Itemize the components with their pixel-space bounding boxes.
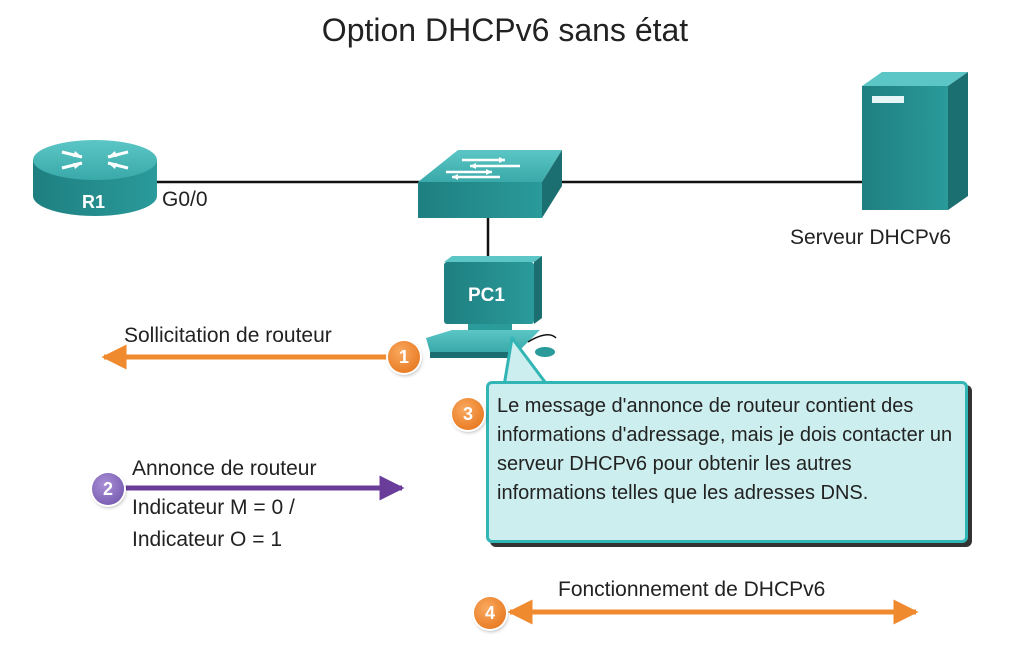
- step4-label: Fonctionnement de DHCPv6: [558, 578, 826, 601]
- step2-flag-o: Indicateur O = 1: [132, 528, 283, 551]
- diagram-title: Option DHCPv6 sans état: [321, 12, 689, 48]
- callout-pointer: [502, 336, 550, 388]
- router-label: R1: [82, 192, 106, 212]
- router-interface-label: G0/0: [162, 188, 208, 211]
- step4-badge: 4: [474, 597, 506, 629]
- step2-label: Annonce de routeur: [132, 457, 317, 480]
- server-label: Serveur DHCPv6: [790, 226, 952, 249]
- step1-label: Sollicitation de routeur: [124, 324, 332, 347]
- router-icon: [33, 140, 157, 216]
- step1-badge: 1: [388, 341, 420, 373]
- server-icon: [862, 72, 968, 210]
- switch-icon: [418, 150, 562, 218]
- step2-flag-m: Indicateur M = 0 /: [132, 496, 295, 519]
- step3-callout: Le message d'annonce de routeur contient…: [486, 381, 968, 543]
- step3-badge: 3: [452, 398, 484, 430]
- pc-icon: [426, 256, 557, 358]
- step2-badge: 2: [92, 473, 124, 505]
- step3-callout-text: Le message d'annonce de routeur contient…: [497, 395, 953, 504]
- pc-label: PC1: [468, 285, 505, 306]
